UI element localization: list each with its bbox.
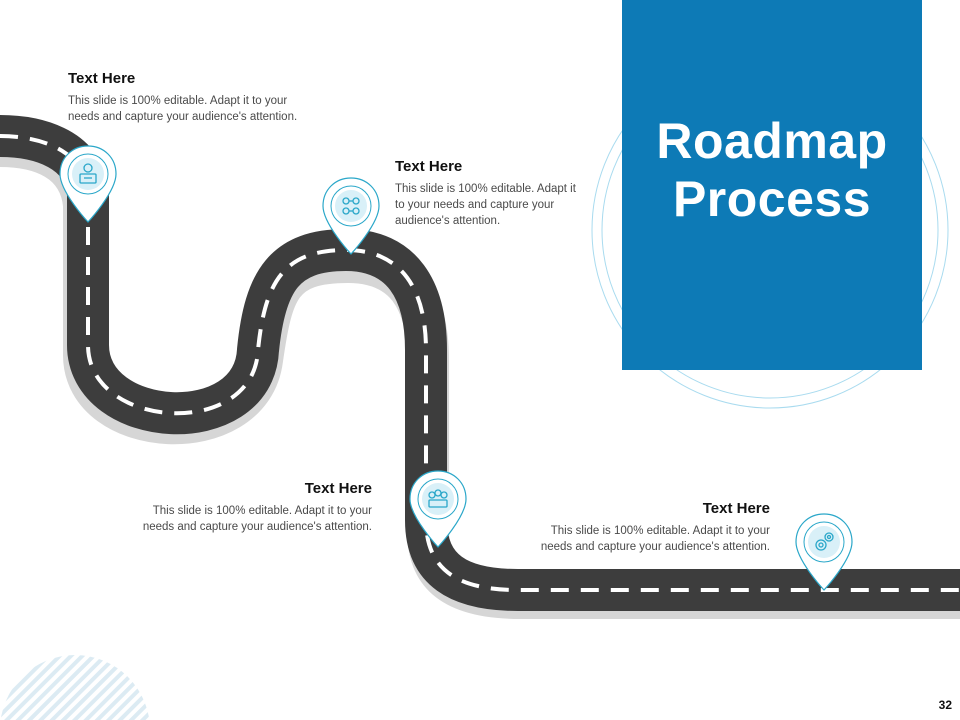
text-block-heading: Text Here (702, 500, 770, 517)
location-pin-1 (59, 145, 117, 223)
page-number: 32 (938, 698, 952, 712)
team-presentation-icon (79, 163, 97, 184)
text-block-body: This slide is 100% editable. Adapt it to… (540, 525, 770, 553)
slide-title: Roadmap Process (656, 113, 888, 227)
location-pin-2 (322, 177, 380, 255)
location-pin-3 (409, 470, 467, 548)
gears-icon (815, 532, 834, 551)
text-block-heading: Text Here (68, 70, 136, 87)
people-network-icon (342, 197, 360, 215)
text-block-4: Text Here This slide is 100% editable. A… (520, 500, 770, 555)
location-pin-4 (795, 513, 853, 591)
decorative-striped-circle (0, 655, 150, 720)
text-block-body: This slide is 100% editable. Adapt it to… (142, 505, 372, 533)
text-block-body: This slide is 100% editable. Adapt it to… (68, 95, 298, 123)
text-block-1: Text Here This slide is 100% editable. A… (68, 70, 318, 125)
title-box: Roadmap Process (622, 0, 922, 370)
text-block-2: Text Here This slide is 100% editable. A… (395, 158, 583, 229)
text-block-3: Text Here This slide is 100% editable. A… (122, 480, 372, 535)
text-block-heading: Text Here (304, 480, 372, 497)
team-group-icon (428, 489, 448, 508)
text-block-heading: Text Here (395, 158, 463, 175)
text-block-body: This slide is 100% editable. Adapt it to… (395, 183, 576, 227)
